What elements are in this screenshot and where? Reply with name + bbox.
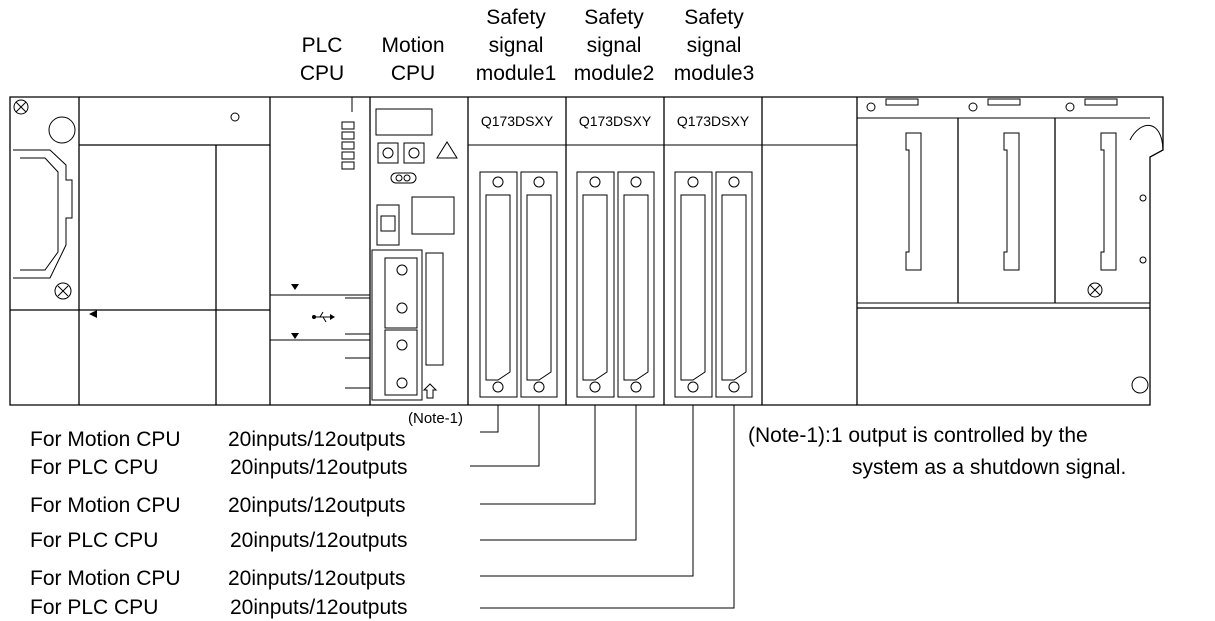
io-cpu-label: For Motion CPU xyxy=(30,428,181,451)
footnote-line2: system as a shutdown signal. xyxy=(852,456,1126,479)
io-label-row: For PLC CPU 20inputs/12outputs xyxy=(30,529,407,552)
io-count-label: 20inputs/12outputs xyxy=(230,529,407,552)
arrow-down-icon xyxy=(291,284,299,290)
empty-slots xyxy=(857,98,1164,394)
io-cpu-label: For PLC CPU xyxy=(30,529,158,552)
header-safety-module2: Safety signal module2 xyxy=(574,6,655,85)
slot-connector-3 xyxy=(1100,132,1117,271)
plc-led-5 xyxy=(341,161,355,170)
header-s1-line2: signal xyxy=(489,34,544,57)
connector-2a xyxy=(576,171,615,398)
io-count-label: 20inputs/12outputs xyxy=(230,596,407,619)
header-s1-line1: Safety xyxy=(486,6,546,29)
header-motion-line1: Motion xyxy=(381,34,444,57)
motion-display xyxy=(375,108,433,136)
header-s2-line3: module2 xyxy=(574,62,655,85)
port-lower xyxy=(384,329,418,396)
io-cpu-label: For Motion CPU xyxy=(30,567,181,590)
plc-led-3 xyxy=(341,141,355,150)
safety-module-1: Q173DSXY xyxy=(468,97,567,405)
header-safety-module1: Safety signal module1 xyxy=(476,6,557,85)
motion-cpu-module xyxy=(371,97,469,405)
header-plc-cpu: PLC CPU xyxy=(300,34,344,85)
footnote-line1: (Note-1):1 output is controlled by the xyxy=(748,424,1088,447)
screw-bottom-icon xyxy=(54,282,72,300)
footnote: (Note-1):1 output is controlled by the s… xyxy=(748,424,1126,479)
usb-icon xyxy=(312,311,335,323)
header-motion-line2: CPU xyxy=(391,62,435,85)
io-count-label: 20inputs/12outputs xyxy=(228,494,405,517)
io-label-row: For Motion CPU 20inputs/12outputs xyxy=(30,494,405,517)
battery-arrow-icon xyxy=(422,383,438,399)
io-label-row: For PLC CPU 20inputs/12outputs xyxy=(30,456,407,479)
screw-right-icon xyxy=(1087,282,1103,298)
connector-1b xyxy=(520,171,558,398)
connector-3a xyxy=(674,171,713,398)
safety-module-2: Q173DSXY xyxy=(566,97,665,405)
base-unit xyxy=(9,96,1164,406)
leader-motion-3 xyxy=(480,405,694,577)
power-supply-module xyxy=(10,97,271,405)
leader-motion-2 xyxy=(480,405,596,505)
header-s3-line1: Safety xyxy=(684,6,744,29)
leader-plc-1 xyxy=(470,405,540,467)
leader-plc-3 xyxy=(480,405,735,609)
io-cpu-label: For PLC CPU xyxy=(30,456,158,479)
io-label-row: For PLC CPU 20inputs/12outputs xyxy=(30,596,407,619)
leader-plc-2 xyxy=(480,405,637,541)
io-count-label: 20inputs/12outputs xyxy=(230,456,407,479)
header-s2-line2: signal xyxy=(587,34,642,57)
io-label-row: For Motion CPU 20inputs/12outputs xyxy=(30,567,405,590)
arrow-down-icon-2 xyxy=(291,333,299,339)
slot-connector-1 xyxy=(905,132,922,271)
module3-model-label: Q173DSXY xyxy=(677,113,750,129)
connector-1a xyxy=(479,171,518,398)
header-s3-line3: module3 xyxy=(674,62,755,85)
io-count-label: 20inputs/12outputs xyxy=(228,567,405,590)
slot-connector-2 xyxy=(1003,132,1020,271)
screw-top-icon xyxy=(13,99,29,115)
plc-cpu-module xyxy=(270,97,371,405)
leader-lines xyxy=(470,405,735,609)
io-count-label: 20inputs/12outputs xyxy=(228,428,405,451)
arrow-left-icon xyxy=(89,310,97,318)
leader-motion-1 xyxy=(480,405,499,433)
note-marker: (Note-1) xyxy=(408,410,463,427)
connector-3b xyxy=(715,171,753,398)
header-safety-module3: Safety signal module3 xyxy=(674,6,755,85)
plc-led-2 xyxy=(341,131,355,140)
warning-icon xyxy=(436,141,458,159)
io-label-list: For Motion CPU 20inputs/12outputs For PL… xyxy=(30,428,407,619)
safety-module-3: Q173DSXY xyxy=(664,97,857,405)
io-cpu-label: For Motion CPU xyxy=(30,494,181,517)
power-led-icon xyxy=(230,112,240,122)
header-motion-cpu: Motion CPU xyxy=(381,34,444,85)
base-mount-bracket xyxy=(13,99,76,300)
module2-model-label: Q173DSXY xyxy=(579,113,652,129)
plc-led-4 xyxy=(341,151,355,160)
io-label-row: For Motion CPU 20inputs/12outputs xyxy=(30,428,405,451)
io-cpu-label: For PLC CPU xyxy=(30,596,158,619)
header-s3-line2: signal xyxy=(687,34,742,57)
header-plc-line2: CPU xyxy=(300,62,344,85)
header-plc-line1: PLC xyxy=(302,34,343,57)
connector-2b xyxy=(617,171,655,398)
header-s1-line3: module1 xyxy=(476,62,557,85)
memory-card-slot xyxy=(376,204,400,246)
port-upper xyxy=(384,257,418,329)
module1-model-label: Q173DSXY xyxy=(481,113,554,129)
header-s2-line1: Safety xyxy=(584,6,644,29)
plc-led-1 xyxy=(341,121,355,130)
